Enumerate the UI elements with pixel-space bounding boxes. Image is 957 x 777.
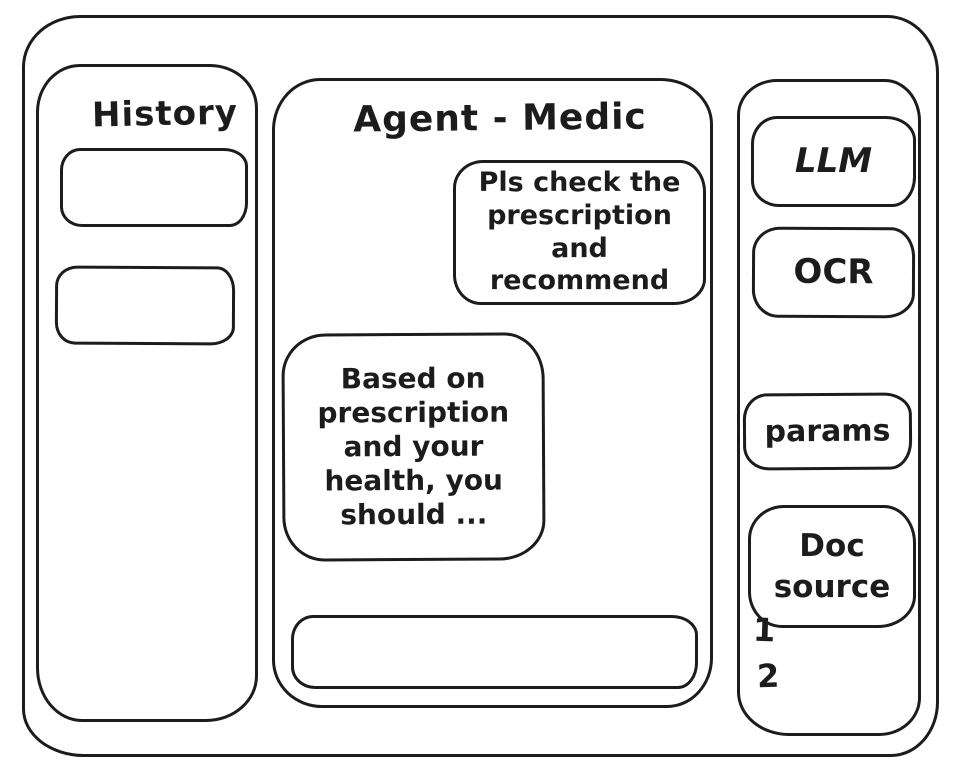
- doc-source-button[interactable]: Doc source: [748, 505, 916, 628]
- doc-source-item-1[interactable]: 1: [752, 610, 776, 650]
- chat-title: Agent - Medic: [352, 96, 648, 141]
- agent-message-bubble: Based on prescription and your health, y…: [281, 332, 546, 562]
- ocr-button[interactable]: OCR: [751, 226, 916, 319]
- history-title: History: [91, 92, 239, 136]
- params-button[interactable]: params: [742, 392, 913, 471]
- agent-message-text: Based on prescription and your health, y…: [317, 361, 510, 532]
- user-message-text: Pls check the prescription and recommend: [478, 166, 681, 297]
- history-item[interactable]: [60, 148, 248, 227]
- llm-button[interactable]: LLM: [751, 116, 916, 207]
- user-message-bubble: Pls check the prescription and recommend: [453, 160, 706, 305]
- chat-input[interactable]: [291, 615, 698, 689]
- doc-source-item-2[interactable]: 2: [756, 656, 780, 696]
- history-item[interactable]: [54, 265, 236, 346]
